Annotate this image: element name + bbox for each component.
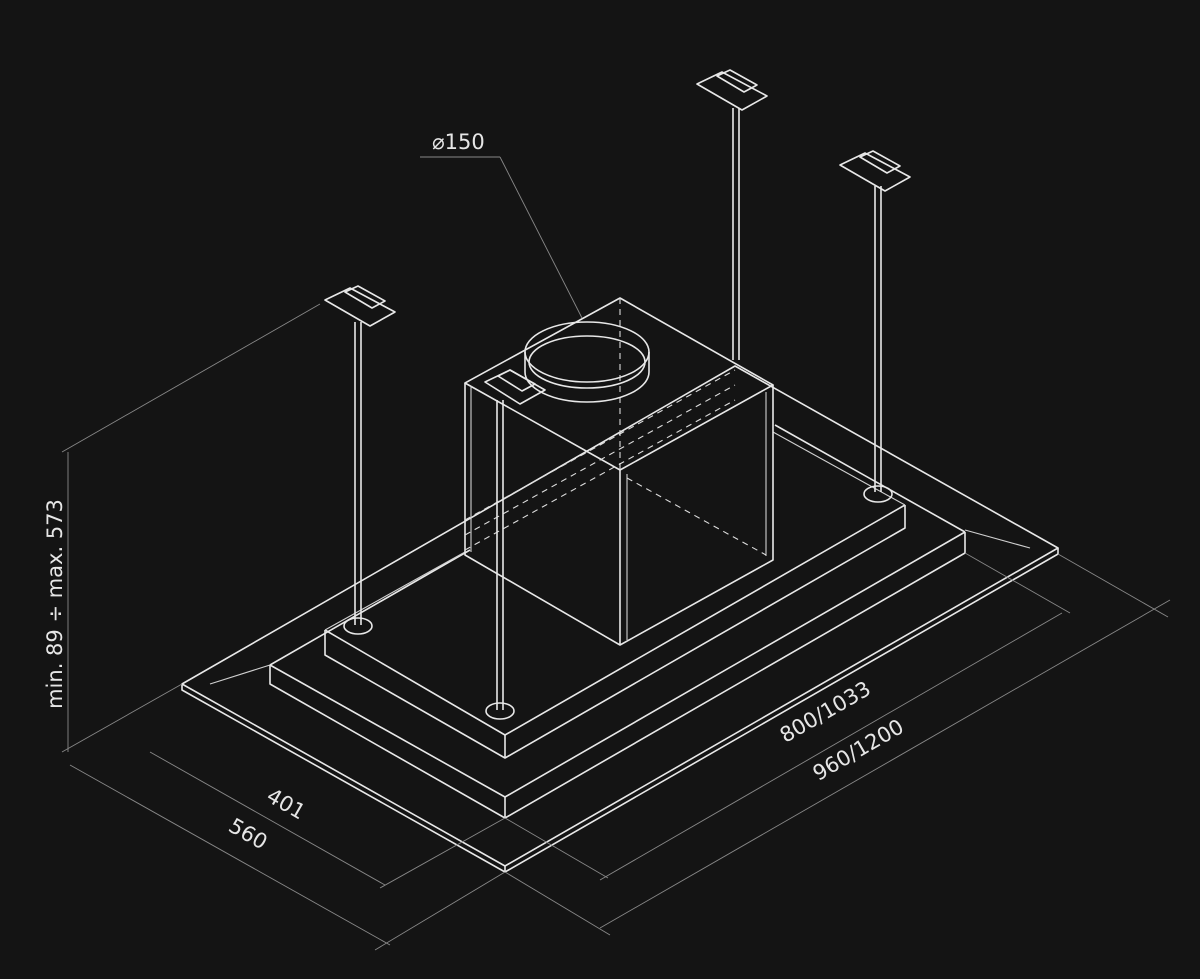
- rod-front-left: [343, 322, 373, 635]
- rod-right: [863, 186, 893, 503]
- height-range-label: min. 89 ÷ max. 573: [42, 499, 67, 709]
- motor-box: [464, 297, 774, 646]
- duct-collar: [524, 321, 650, 403]
- duct-diameter-label: ⌀150: [432, 130, 485, 154]
- rod-back: [732, 108, 740, 360]
- rod-front: [485, 400, 515, 720]
- suspension-rods: [343, 108, 893, 720]
- mounting-brackets: [324, 69, 911, 405]
- dimension-lines: [61, 156, 1171, 951]
